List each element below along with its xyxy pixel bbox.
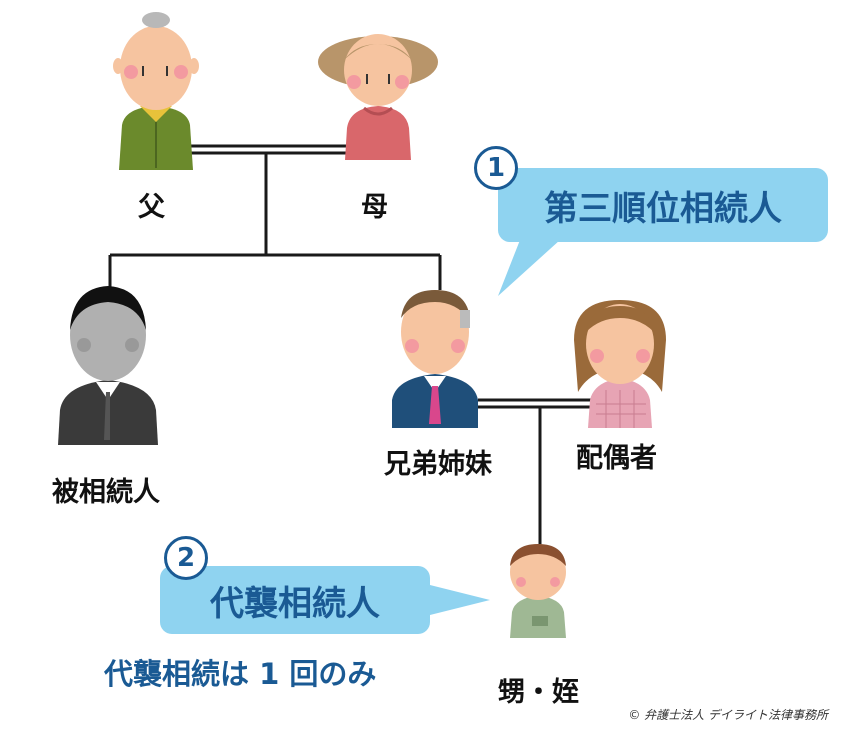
mother-label: 母 bbox=[361, 192, 388, 223]
callout-2-text: 代襲相続人 bbox=[210, 583, 380, 624]
deceased-label: 被相続人 bbox=[52, 477, 160, 508]
callout-representative-heir: 代襲相続人 bbox=[160, 566, 430, 634]
spouse-figure bbox=[574, 300, 666, 428]
callout-1-arrow bbox=[498, 240, 560, 296]
spouse-label: 配偶者 bbox=[576, 443, 657, 474]
parent-descent-lines bbox=[108, 153, 442, 290]
deceased-figure bbox=[58, 286, 158, 445]
siblings-label: 兄弟姉妹 bbox=[384, 449, 492, 480]
father-label: 父 bbox=[138, 192, 165, 223]
copyright-text: © 弁護士法人 デイライト法律事務所 bbox=[628, 708, 828, 722]
sibling-marriage-line bbox=[478, 398, 592, 409]
mother-figure bbox=[318, 34, 438, 160]
nephew-niece-label: 甥・姪 bbox=[498, 677, 579, 708]
callout-2-arrow bbox=[430, 585, 490, 615]
parents-marriage-line bbox=[190, 144, 350, 155]
callout-third-order-heir: 第三順位相続人 bbox=[498, 168, 828, 242]
nephew-niece-figure bbox=[510, 544, 566, 638]
representation-note: 代襲相続は 1 回のみ bbox=[104, 657, 377, 691]
father-figure bbox=[113, 12, 199, 170]
callout-1-number-badge: 1 bbox=[474, 146, 518, 190]
callout-1-text: 第三順位相続人 bbox=[544, 188, 782, 229]
sibling-figure bbox=[392, 290, 478, 428]
callout-2-number-badge: 2 bbox=[164, 536, 208, 580]
